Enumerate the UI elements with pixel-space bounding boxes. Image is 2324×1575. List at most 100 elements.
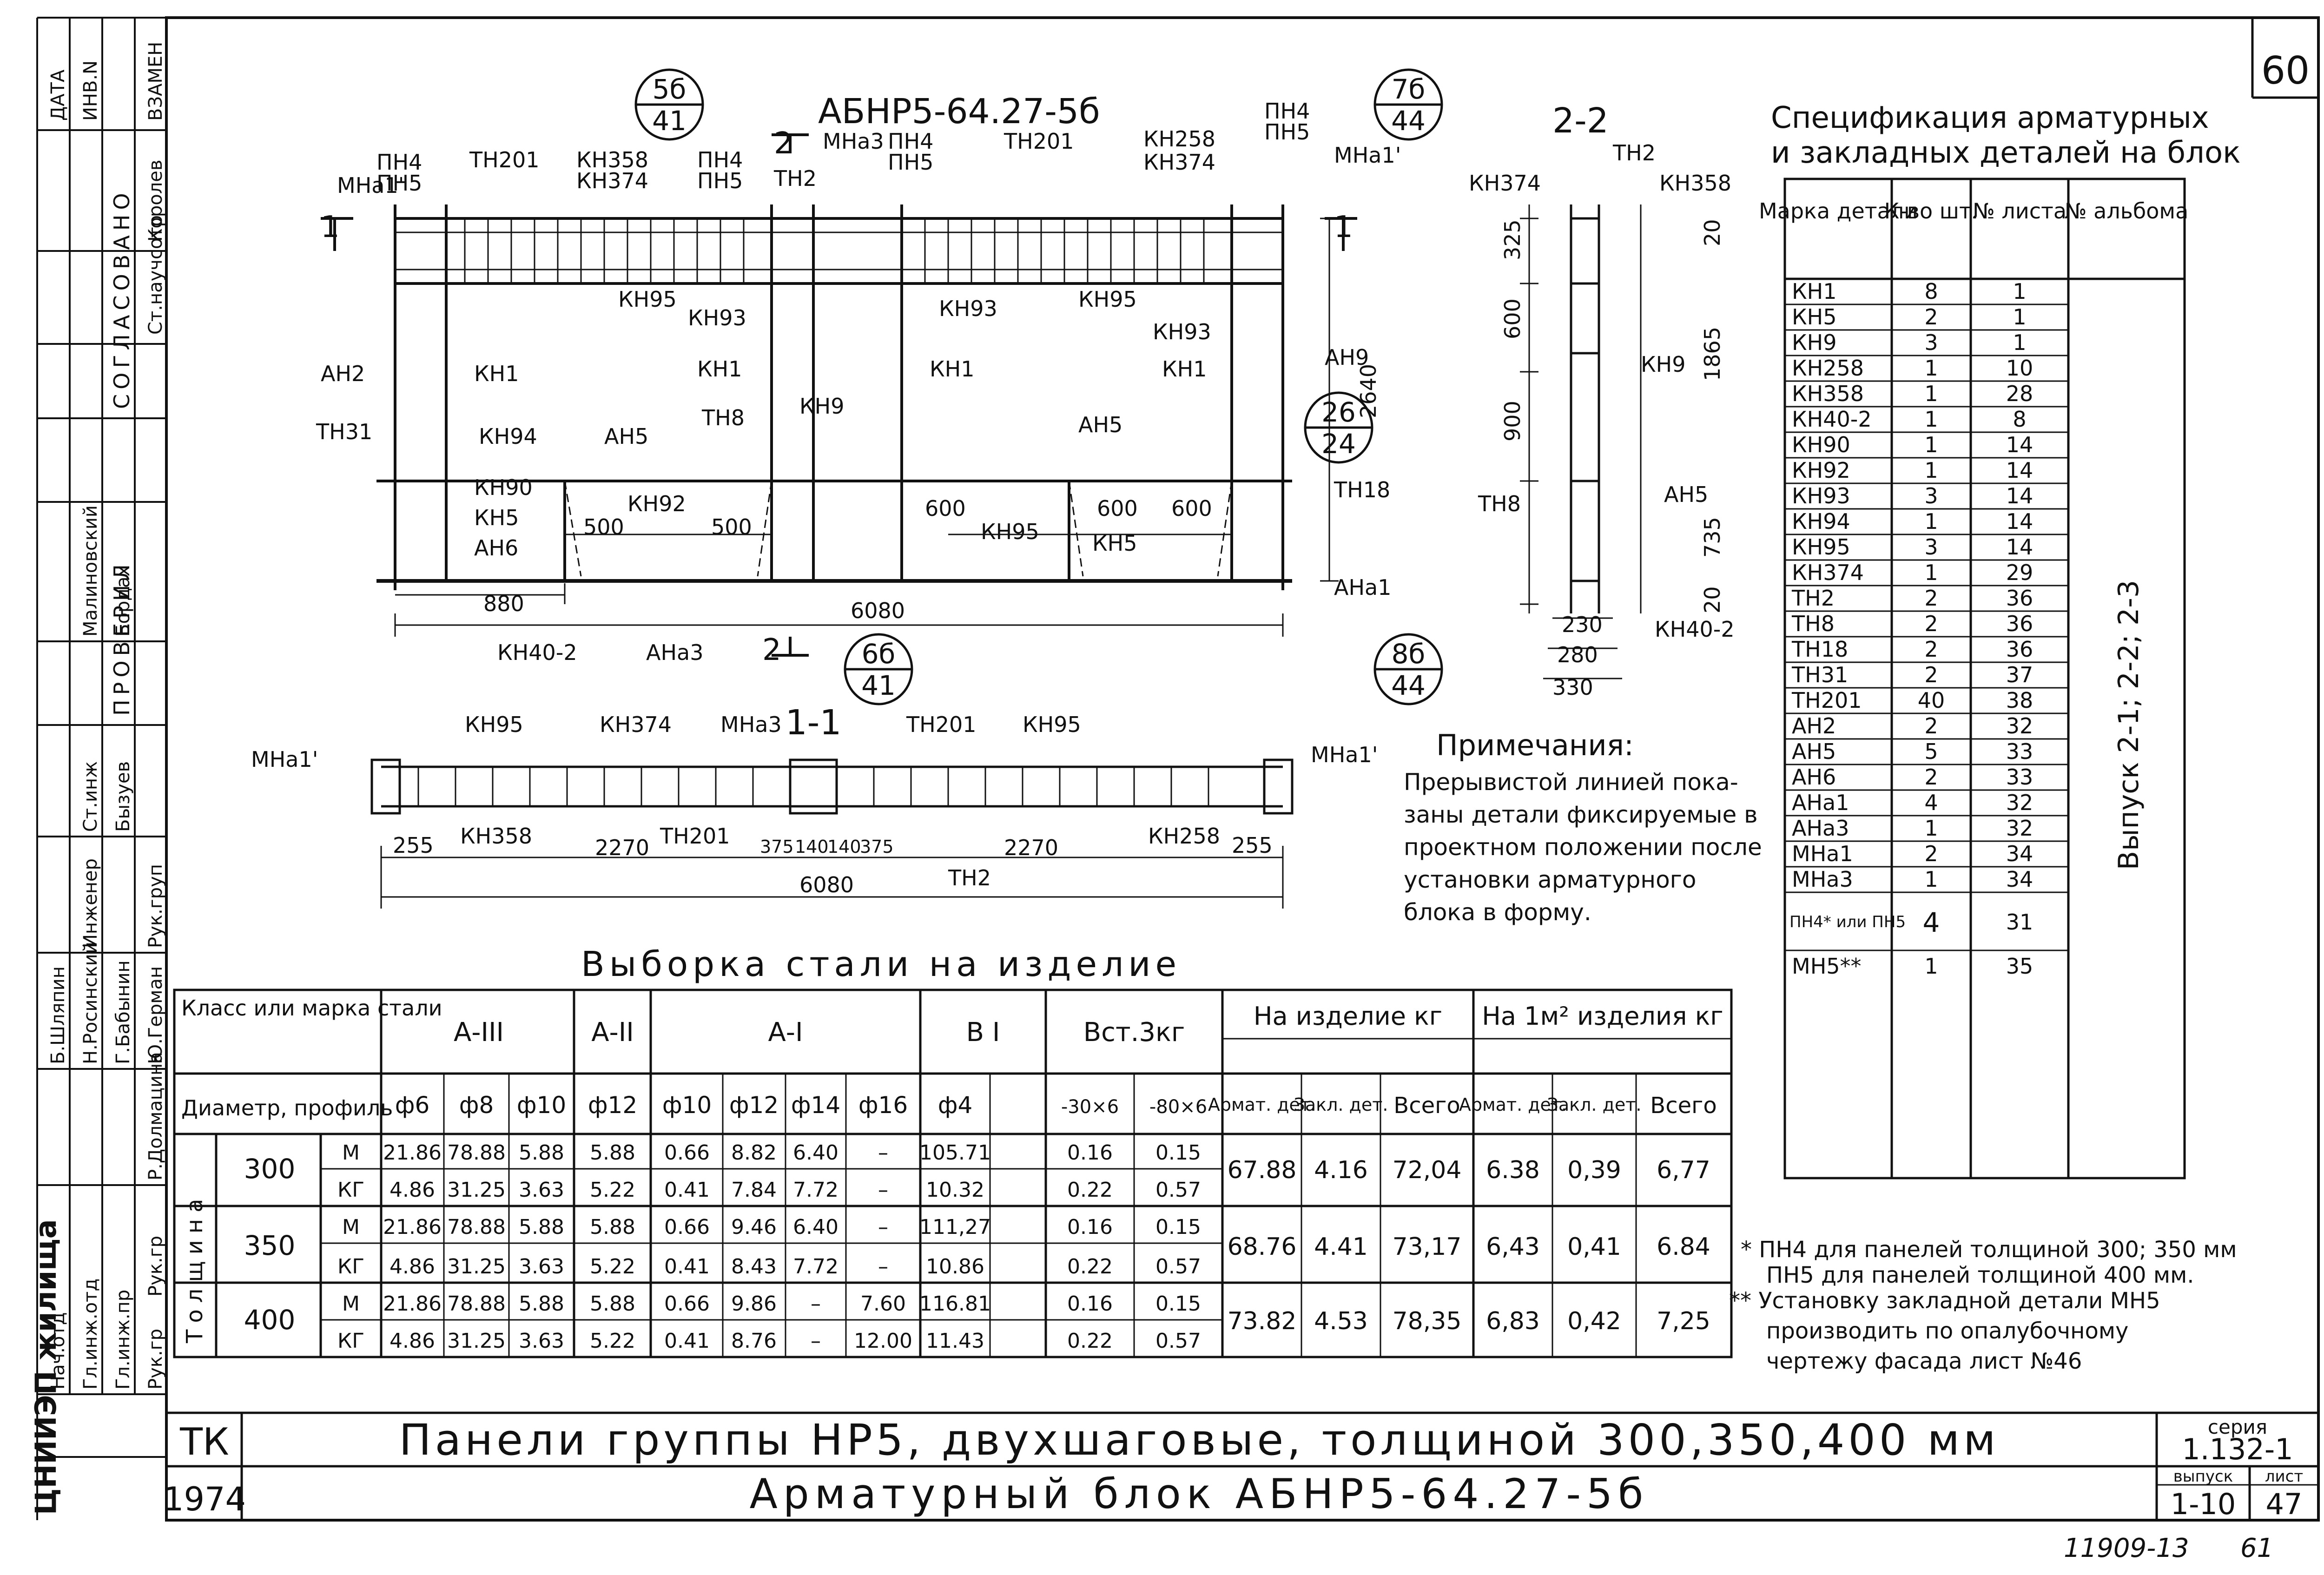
label: ТН8: [1478, 491, 1521, 516]
spec-title-2: и закладных деталей на блок: [1771, 136, 2241, 170]
strip-name: Бордах: [112, 566, 134, 637]
spec-cell: 3: [1924, 330, 1938, 355]
label: КН40-2: [497, 640, 577, 665]
spec-cell: КН93: [1792, 483, 1850, 508]
spec-cell: 14: [2006, 534, 2034, 560]
spec-cell: 32: [2006, 713, 2034, 738]
label: КН95: [1078, 287, 1137, 312]
label: КН258: [1143, 126, 1215, 152]
label: КН374: [1469, 171, 1541, 196]
series-label: серия: [2208, 1416, 2267, 1438]
spec-header: К-во шт.: [1884, 198, 1979, 224]
spec-header: № листа: [1973, 198, 2067, 224]
footnote-line: чертежу фасада лист №46: [1766, 1348, 2082, 1374]
column-replace: ВЗАМЕН: [145, 42, 166, 121]
spec-cell: КН5: [1792, 304, 1837, 329]
dim: 1865: [1700, 327, 1725, 381]
footnote-line: ** Установку закладной детали МН5: [1729, 1288, 2160, 1314]
steel-cell: 0.22: [1067, 1178, 1113, 1202]
diam-header: ф12: [729, 1092, 779, 1119]
label: КН92: [627, 491, 686, 516]
label: КН95: [1023, 712, 1081, 737]
section-mark: 1: [321, 210, 340, 244]
label: МНа1': [1311, 742, 1378, 767]
label: АН5: [1664, 482, 1708, 507]
label: КН1: [1162, 356, 1207, 382]
thickness-label: Толщина: [182, 1192, 208, 1344]
steel-cell: 9.86: [731, 1292, 777, 1316]
callout-top: 8б: [1392, 638, 1426, 670]
agreed-header: СОГЛАСОВАНО: [109, 188, 134, 409]
sub-header: Закл. дет.: [1547, 1094, 1642, 1115]
section-1-1: [370, 758, 1294, 909]
steel-cell: 5.22: [590, 1329, 635, 1353]
title-block-text: ТК 1974 Панели группы НР5, двухшаговые, …: [163, 1415, 2303, 1563]
steel-cell: 3.63: [519, 1329, 564, 1353]
steel-cell: –: [878, 1215, 888, 1239]
dim: 140: [827, 837, 861, 857]
callout-bottom: 41: [652, 105, 687, 137]
dim: 375: [760, 837, 794, 857]
column-date: ДАТА: [47, 69, 69, 121]
steel-cell: 6.40: [793, 1215, 838, 1239]
steel-cell: 68.76: [1228, 1233, 1297, 1261]
spec-cell: 4: [1924, 790, 1938, 815]
steel-cell: 5.22: [590, 1178, 635, 1202]
front-view-title: АБНР5-64.27-5б: [818, 92, 1100, 132]
label: МНа3: [720, 712, 782, 737]
front-view-labels: АБНР5-64.27-5б МНа1' ПН4 ПН5 ТН201 КН358…: [316, 92, 1401, 667]
spec-cell: 33: [2006, 764, 2034, 790]
label: ТН2: [773, 166, 817, 191]
steel-cell: 4.86: [390, 1329, 435, 1353]
dim: 600: [1171, 496, 1212, 521]
label: КН5: [1092, 531, 1137, 556]
diam-header: -80×6: [1149, 1096, 1207, 1118]
sub-header: Армат. дет.: [1459, 1094, 1567, 1115]
steel-cell: –: [811, 1292, 821, 1316]
spec-cell: АН5: [1792, 739, 1836, 764]
spec-cell: 1: [1924, 407, 1938, 432]
section-2-2-title: 2-2: [1552, 101, 1609, 141]
spec-cell: КН92: [1792, 458, 1850, 483]
dim: 735: [1700, 517, 1725, 558]
spec-cell: 8: [1924, 279, 1938, 304]
steel-cell: 4.41: [1314, 1233, 1368, 1261]
steel-cell: 78.88: [447, 1215, 506, 1239]
steel-group: Вст.3кг: [1083, 1017, 1185, 1048]
strip-role: Рук.гр: [145, 1329, 166, 1390]
sheet-value: 47: [2266, 1487, 2303, 1521]
label: КН95: [981, 519, 1039, 544]
spec-cell: 1: [1924, 954, 1938, 979]
steel-cell: 6.40: [793, 1141, 838, 1165]
issue-value: 1-10: [2171, 1487, 2236, 1521]
spec-cell: 3: [1924, 483, 1938, 508]
dim: 2270: [595, 835, 649, 860]
spec-cell: КН1: [1792, 279, 1837, 304]
sub-header: Закл. дет.: [1294, 1094, 1388, 1115]
diam-header: ф16: [858, 1092, 908, 1119]
steel-cell: 5.88: [590, 1215, 635, 1239]
footnotes: * ПН4 для панелей толщиной 300; 350 мм П…: [1729, 1237, 2237, 1374]
callout-bottom: 44: [1391, 105, 1426, 137]
thickness-value: 400: [244, 1304, 296, 1336]
front-view: [321, 133, 1357, 657]
steel-cell: 5.88: [519, 1292, 564, 1316]
callout-top: 7б: [1392, 73, 1426, 105]
steel-cell: 11.43: [926, 1329, 984, 1353]
dim: 20: [1700, 586, 1725, 613]
spec-cell: 2: [1924, 713, 1938, 738]
label: ТН201: [660, 824, 730, 849]
spec-cell: 2: [1924, 841, 1938, 866]
unit-m: М: [342, 1141, 360, 1165]
strip-role: Нач.отд: [47, 1312, 69, 1390]
spec-cell: 36: [2006, 637, 2034, 662]
strip-name: Королев: [145, 160, 166, 242]
steel-cell: 0.41: [664, 1178, 710, 1202]
per-m2-header: На 1м² изделия кг: [1482, 1002, 1723, 1031]
dim: 880: [483, 591, 524, 616]
per-item-header: На изделие кг: [1254, 1002, 1442, 1031]
checked-header: ПРОВЕРИЛ: [109, 560, 134, 716]
spec-cell: 29: [2006, 560, 2034, 585]
diam-header: ф4: [938, 1092, 973, 1119]
steel-cell: 8.43: [731, 1255, 777, 1278]
